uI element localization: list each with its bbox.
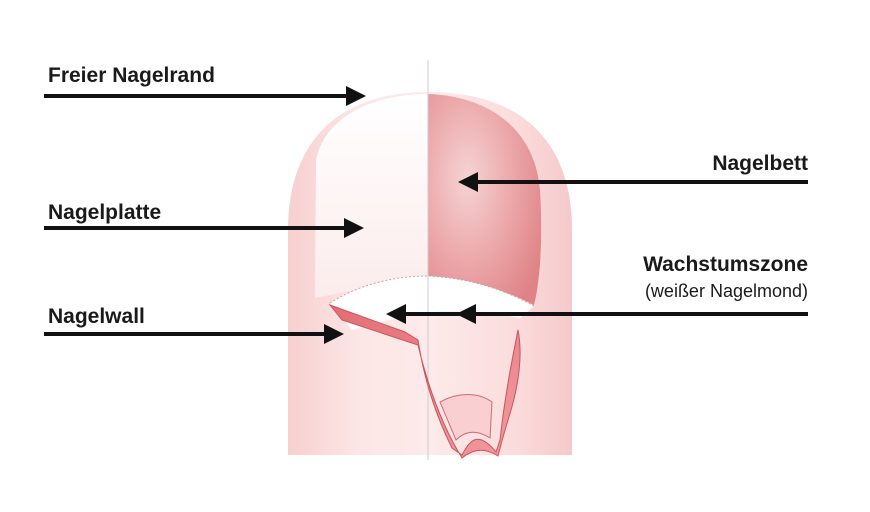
growth-zone-shape — [330, 276, 534, 330]
label-growth-zone-sub: (weißer Nagelmond) — [644, 281, 808, 301]
arrow-nail-bed — [458, 172, 808, 192]
label-nail-bed: Nagelbett — [712, 152, 808, 175]
label-growth-zone: Wachstumszone — [643, 253, 808, 276]
label-nail-wall: Nagelwall — [48, 305, 145, 328]
arrow-nail-wall — [44, 324, 344, 344]
label-free-edge: Freier Nagelrand — [48, 64, 215, 87]
arrow-nail-plate — [44, 218, 364, 238]
nail-wall-shape — [328, 303, 521, 459]
nail-wall-inner — [439, 394, 493, 441]
nail-bed-shape — [428, 94, 542, 305]
nail-plate-shape — [315, 94, 428, 298]
label-nail-plate: Nagelplatte — [48, 201, 162, 224]
arrow-growth-zone — [386, 304, 808, 324]
arrow-free-edge — [44, 86, 366, 106]
